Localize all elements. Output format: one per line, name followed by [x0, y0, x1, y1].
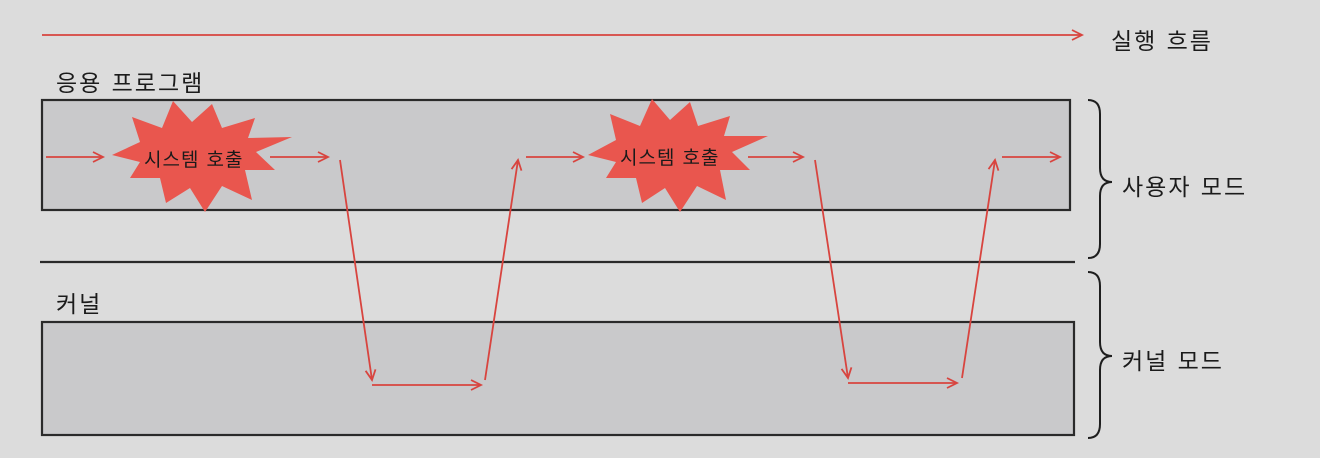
- system-call-label-1: 시스템 호출: [144, 149, 244, 171]
- flow-arrow-down-2: [814, 159, 853, 380]
- system-call-burst-1: [112, 101, 292, 212]
- flow-arrows: [46, 151, 1063, 391]
- kernel-mode-brace: [1087, 271, 1113, 439]
- system-call-burst-2: [588, 99, 768, 212]
- system-call-label-2: 시스템 호출: [620, 147, 720, 169]
- application-label: 응용 프로그램: [56, 71, 205, 97]
- execution-flow-label: 실행 흐름: [1111, 29, 1213, 55]
- user-mode-brace: [1087, 99, 1113, 259]
- flow-arrow-up-2: [961, 158, 1000, 379]
- kernel-mode-label: 커널 모드: [1122, 349, 1224, 375]
- kernel-box: [40, 320, 1076, 437]
- kernel-label: 커널: [56, 292, 103, 318]
- flow-arrow-down-1: [339, 159, 377, 382]
- flow-arrow-up-1: [484, 158, 523, 381]
- user-mode-label: 사용자 모드: [1122, 175, 1248, 201]
